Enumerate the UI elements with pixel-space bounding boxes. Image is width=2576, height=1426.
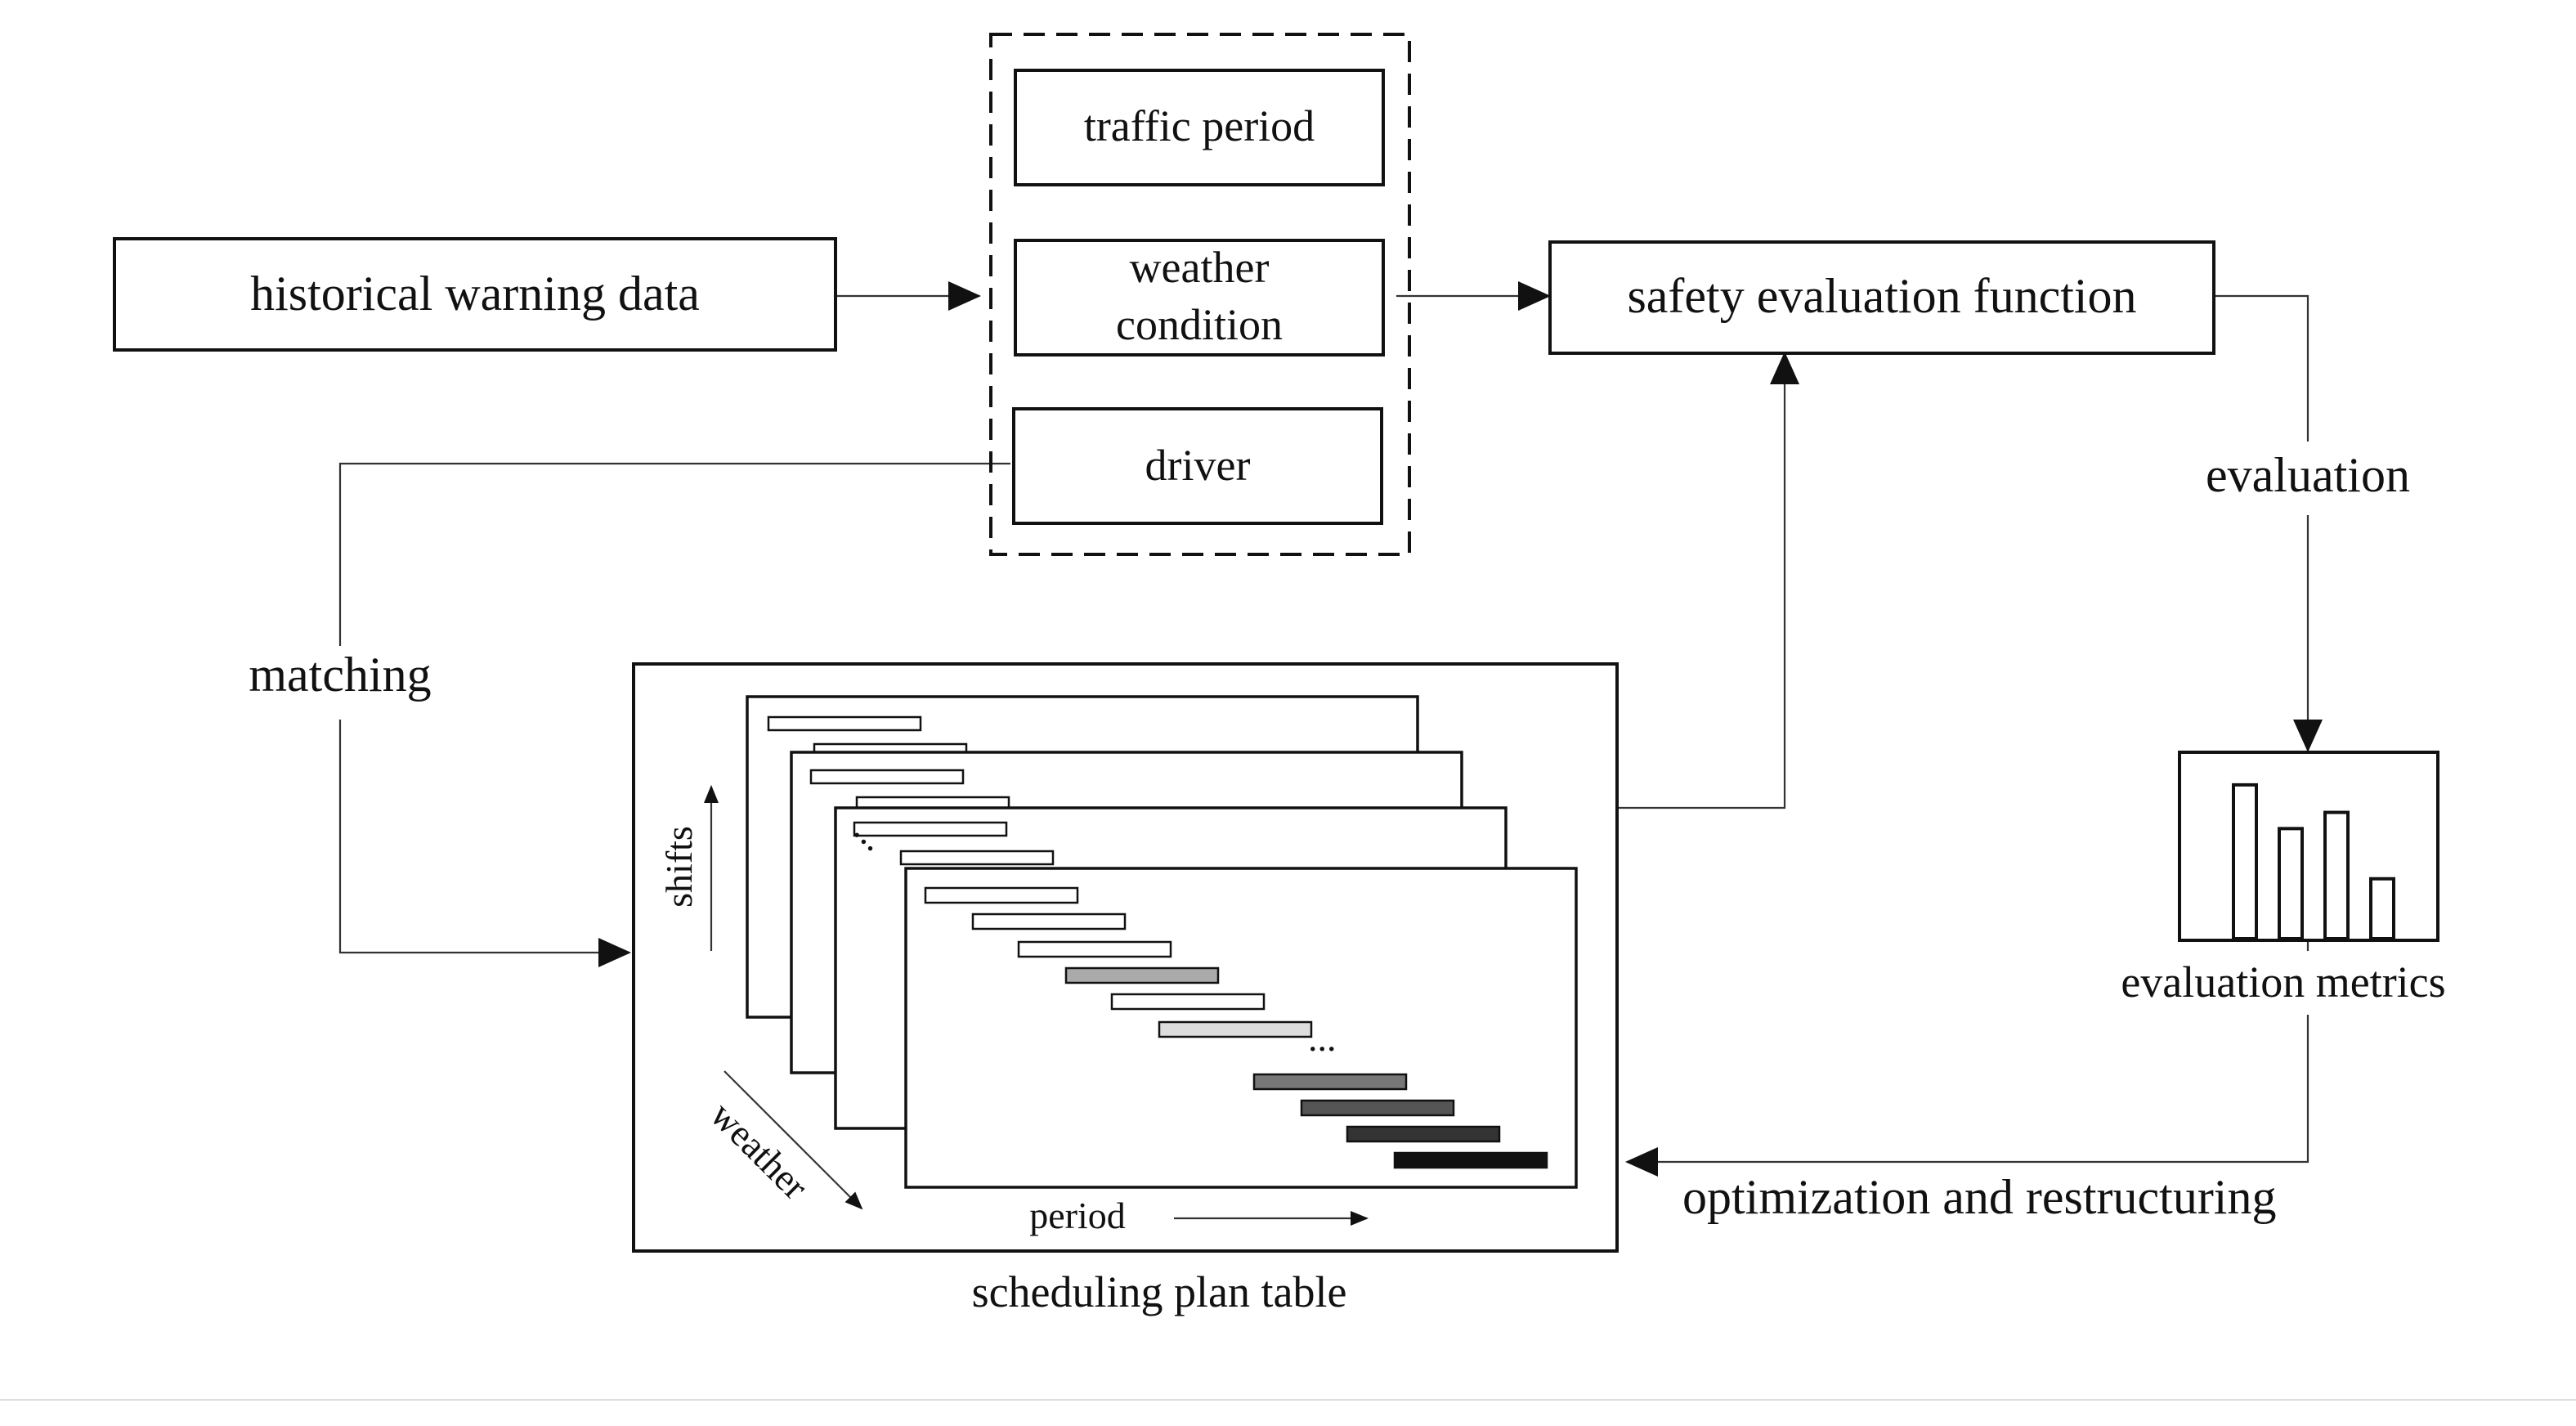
node-evaluation-metrics: evaluation metrics bbox=[2103, 751, 2462, 1015]
node-scheduling-plan-table: ... ... shifts weather period scheduling… bbox=[632, 662, 1619, 1316]
node-weather-condition-label-line2: condition bbox=[1116, 300, 1283, 349]
plan-sheet-front-ellipsis: ... bbox=[1308, 1017, 1337, 1059]
shift-bar bbox=[1064, 966, 1220, 984]
edge-label-matching: matching bbox=[249, 648, 431, 702]
shift-bar bbox=[1300, 1099, 1455, 1117]
plan-sheet-front-bars bbox=[924, 886, 1548, 1169]
edge-table-to-safety bbox=[1615, 352, 1799, 809]
node-weather-condition: weather condition bbox=[1014, 239, 1385, 356]
node-historical-warning-data-label: historical warning data bbox=[250, 267, 700, 321]
edge-label-optimization: optimization and restructuring bbox=[1682, 1170, 2276, 1224]
shift-bar bbox=[1252, 1073, 1408, 1091]
shift-bar bbox=[1110, 993, 1266, 1011]
node-driver-label: driver bbox=[1145, 441, 1251, 490]
node-traffic-period-label: traffic period bbox=[1084, 101, 1315, 150]
node-evaluation-metrics-label: evaluation metrics bbox=[2121, 957, 2445, 1007]
shift-bar bbox=[1017, 940, 1172, 958]
metric-bar bbox=[2278, 827, 2304, 940]
plan-sheet-third-bar bbox=[899, 850, 1055, 866]
plan-sheet-second-bar bbox=[809, 769, 965, 785]
edge-label-evaluation: evaluation bbox=[2206, 448, 2410, 502]
axis-weather-arrow bbox=[724, 1070, 863, 1210]
metric-bar-chart bbox=[2232, 783, 2395, 941]
node-historical-warning-data: historical warning data bbox=[113, 237, 837, 352]
node-driver: driver bbox=[1012, 407, 1383, 525]
axis-shifts-label: shifts bbox=[658, 826, 700, 908]
metric-bar bbox=[2232, 783, 2258, 941]
shift-bar bbox=[1158, 1020, 1313, 1038]
node-safety-evaluation-function-label: safety evaluation function bbox=[1627, 269, 2136, 323]
node-safety-evaluation-function: safety evaluation function bbox=[1548, 240, 2215, 355]
factor-group: traffic period weather condition driver bbox=[989, 33, 1411, 556]
shift-bar bbox=[924, 886, 1079, 904]
node-scheduling-plan-table-label: scheduling plan table bbox=[972, 1267, 1347, 1316]
shift-bar bbox=[1346, 1125, 1501, 1143]
node-traffic-period: traffic period bbox=[1014, 69, 1385, 186]
plan-sheet-back-bar bbox=[767, 715, 922, 732]
edge-safety-to-metrics bbox=[2212, 294, 2323, 752]
metric-bar bbox=[2323, 810, 2350, 940]
shift-bar bbox=[971, 913, 1127, 930]
axis-period-label: period bbox=[1029, 1195, 1126, 1236]
shift-bar bbox=[1393, 1151, 1548, 1169]
metric-bar bbox=[2369, 877, 2395, 940]
node-weather-condition-label-line1: weather bbox=[1130, 243, 1270, 292]
plan-sheet-third-bar bbox=[853, 821, 1008, 837]
